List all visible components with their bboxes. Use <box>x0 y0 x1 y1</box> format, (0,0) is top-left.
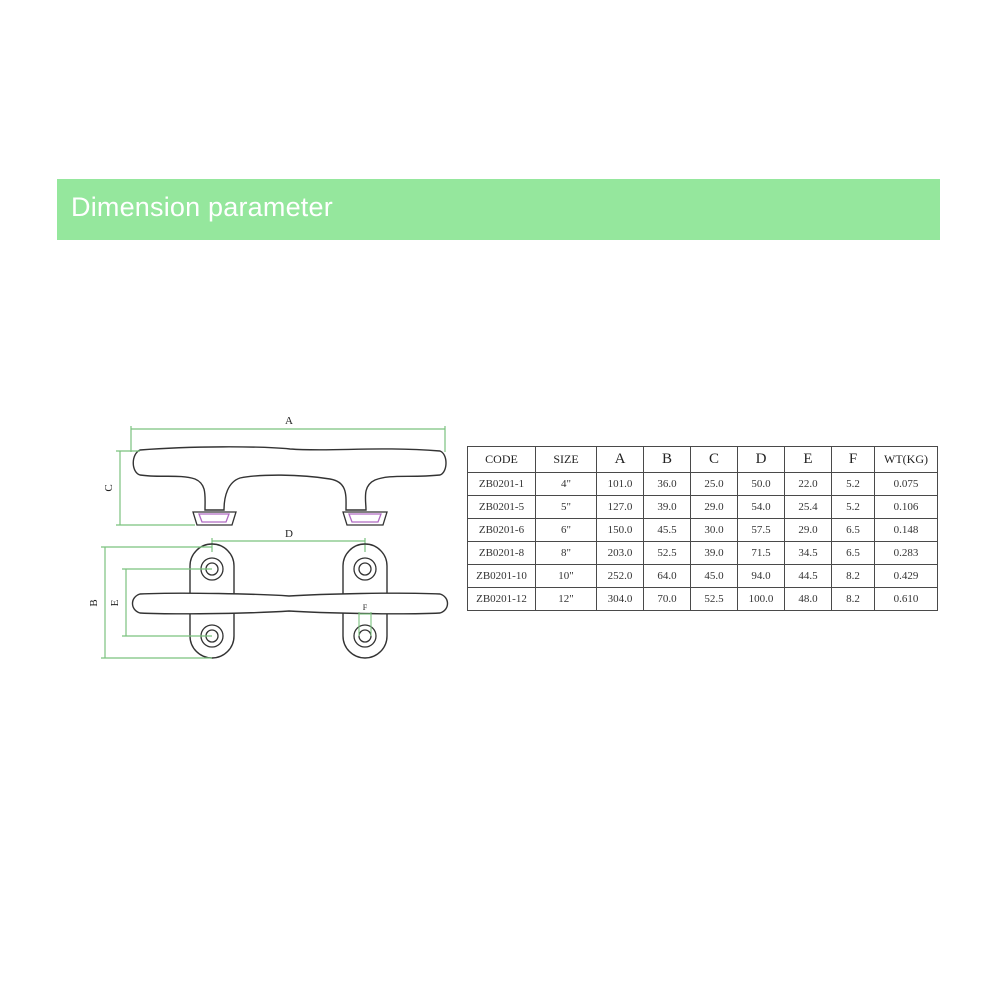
right-base <box>342 511 388 526</box>
cell-size: 4" <box>535 472 597 496</box>
right-top-hole-outer <box>353 557 377 581</box>
left-base-accent <box>198 513 230 523</box>
cell-size: 6" <box>535 518 597 542</box>
header-c: C <box>690 446 738 473</box>
cell-a: 203.0 <box>596 541 644 565</box>
cell-b: 70.0 <box>643 587 691 611</box>
table-row: ZB0201-1 4" 101.0 36.0 25.0 50.0 22.0 5.… <box>467 472 938 496</box>
cell-e: 48.0 <box>784 587 832 611</box>
cell-wt: 0.610 <box>874 587 938 611</box>
cell-f: 8.2 <box>831 587 875 611</box>
cell-size: 8" <box>535 541 597 565</box>
dim-b-label: B <box>88 599 100 606</box>
cell-b: 45.5 <box>643 518 691 542</box>
cell-code: ZB0201-6 <box>467 518 536 542</box>
cleat-top-outline <box>131 592 449 615</box>
dimension-table: CODE SIZE A B C D E F WT(KG) ZB0201-1 4"… <box>467 446 938 611</box>
dim-a-label: A <box>285 415 293 427</box>
cell-c: 39.0 <box>690 541 738 565</box>
cell-wt: 0.106 <box>874 495 938 519</box>
cell-a: 101.0 <box>596 472 644 496</box>
header-f: F <box>831 446 875 473</box>
cell-f: 5.2 <box>831 495 875 519</box>
cell-b: 64.0 <box>643 564 691 588</box>
cell-code: ZB0201-10 <box>467 564 536 588</box>
right-top-hole-inner <box>358 562 372 576</box>
cell-code: ZB0201-1 <box>467 472 536 496</box>
cell-a: 150.0 <box>596 518 644 542</box>
right-bottom-hole-inner <box>358 629 372 643</box>
cell-d: 57.5 <box>737 518 785 542</box>
cell-c: 30.0 <box>690 518 738 542</box>
cell-code: ZB0201-5 <box>467 495 536 519</box>
dim-f-label: F <box>363 603 368 612</box>
left-bottom-lobe <box>189 612 235 659</box>
cell-b: 52.5 <box>643 541 691 565</box>
table-row: ZB0201-6 6" 150.0 45.5 30.0 57.5 29.0 6.… <box>467 518 938 542</box>
cell-d: 71.5 <box>737 541 785 565</box>
side-view: A C <box>103 415 447 526</box>
cell-wt: 0.075 <box>874 472 938 496</box>
header-d: D <box>737 446 785 473</box>
banner-title: Dimension parameter <box>71 192 333 222</box>
right-bottom-hole-outer <box>353 624 377 648</box>
dimension-banner: Dimension parameter <box>57 179 940 240</box>
cell-b: 39.0 <box>643 495 691 519</box>
table-header-row: CODE SIZE A B C D E F WT(KG) <box>467 446 938 473</box>
cell-d: 100.0 <box>737 587 785 611</box>
cell-f: 6.5 <box>831 518 875 542</box>
cell-e: 34.5 <box>784 541 832 565</box>
table-row: ZB0201-12 12" 304.0 70.0 52.5 100.0 48.0… <box>467 587 938 611</box>
cell-c: 29.0 <box>690 495 738 519</box>
cell-f: 6.5 <box>831 541 875 565</box>
table-row: ZB0201-8 8" 203.0 52.5 39.0 71.5 34.5 6.… <box>467 541 938 565</box>
cell-wt: 0.148 <box>874 518 938 542</box>
cell-a: 304.0 <box>596 587 644 611</box>
right-top-lobe <box>342 543 388 600</box>
left-base <box>192 511 237 526</box>
header-e: E <box>784 446 832 473</box>
cell-code: ZB0201-12 <box>467 587 536 611</box>
cell-size: 10" <box>535 564 597 588</box>
cell-code: ZB0201-8 <box>467 541 536 565</box>
header-size: SIZE <box>535 446 597 473</box>
left-top-lobe <box>189 543 235 600</box>
cell-f: 8.2 <box>831 564 875 588</box>
table-row: ZB0201-10 10" 252.0 64.0 45.0 94.0 44.5 … <box>467 564 938 588</box>
cleat-side-outline <box>132 446 447 511</box>
cell-f: 5.2 <box>831 472 875 496</box>
cell-wt: 0.283 <box>874 541 938 565</box>
header-code: CODE <box>467 446 536 473</box>
cell-wt: 0.429 <box>874 564 938 588</box>
header-a: A <box>596 446 644 473</box>
cell-e: 22.0 <box>784 472 832 496</box>
cell-e: 44.5 <box>784 564 832 588</box>
cell-d: 94.0 <box>737 564 785 588</box>
cell-a: 252.0 <box>596 564 644 588</box>
header-b: B <box>643 446 691 473</box>
right-bottom-lobe <box>342 612 388 659</box>
top-view: D B E <box>88 528 449 659</box>
cell-e: 25.4 <box>784 495 832 519</box>
header-wt: WT(KG) <box>874 446 938 473</box>
right-base-accent <box>348 513 382 523</box>
dim-c-label: C <box>103 484 115 491</box>
cell-d: 50.0 <box>737 472 785 496</box>
cell-d: 54.0 <box>737 495 785 519</box>
table-row: ZB0201-5 5" 127.0 39.0 29.0 54.0 25.4 5.… <box>467 495 938 519</box>
cell-size: 5" <box>535 495 597 519</box>
cell-c: 45.0 <box>690 564 738 588</box>
cell-c: 52.5 <box>690 587 738 611</box>
cell-size: 12" <box>535 587 597 611</box>
cell-e: 29.0 <box>784 518 832 542</box>
cell-b: 36.0 <box>643 472 691 496</box>
cell-a: 127.0 <box>596 495 644 519</box>
cell-c: 25.0 <box>690 472 738 496</box>
dim-e-label: E <box>109 599 121 606</box>
dim-d-label: D <box>285 528 293 540</box>
